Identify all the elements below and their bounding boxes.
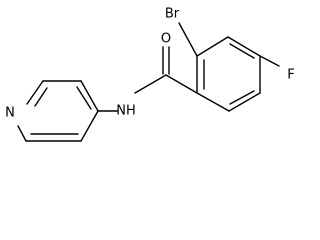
ring-bond xyxy=(80,80,99,112)
fluorine-label: F xyxy=(287,68,294,83)
ring-bond xyxy=(26,80,44,105)
ring-bond xyxy=(196,36,229,57)
benzene-ring xyxy=(196,36,261,112)
carbonyl-ring-bond xyxy=(165,74,198,94)
fluorine-bond xyxy=(259,55,280,67)
ring-bond xyxy=(17,125,27,142)
ring-bond xyxy=(227,36,261,57)
bromine-label: Br xyxy=(165,7,180,22)
amide-bond xyxy=(134,74,167,94)
ring-bond-inner xyxy=(34,87,48,107)
ring-bond xyxy=(228,92,261,112)
amide-nitrogen-label: NH xyxy=(116,104,136,119)
pyridine-nitrogen-label: N xyxy=(5,106,15,121)
ring-bond-inner xyxy=(229,43,255,59)
ring-bond xyxy=(196,92,230,112)
ring-bond xyxy=(80,110,99,142)
ring-bond-inner xyxy=(76,86,92,110)
molecule-drawing: Br O F NH N xyxy=(5,7,295,142)
ring-bond-inner xyxy=(229,90,255,105)
pyridine-ring xyxy=(17,80,99,142)
bromine-bond xyxy=(178,22,198,57)
structure-canvas: Br O F NH N xyxy=(5,7,295,142)
oxygen-label: O xyxy=(161,32,171,47)
